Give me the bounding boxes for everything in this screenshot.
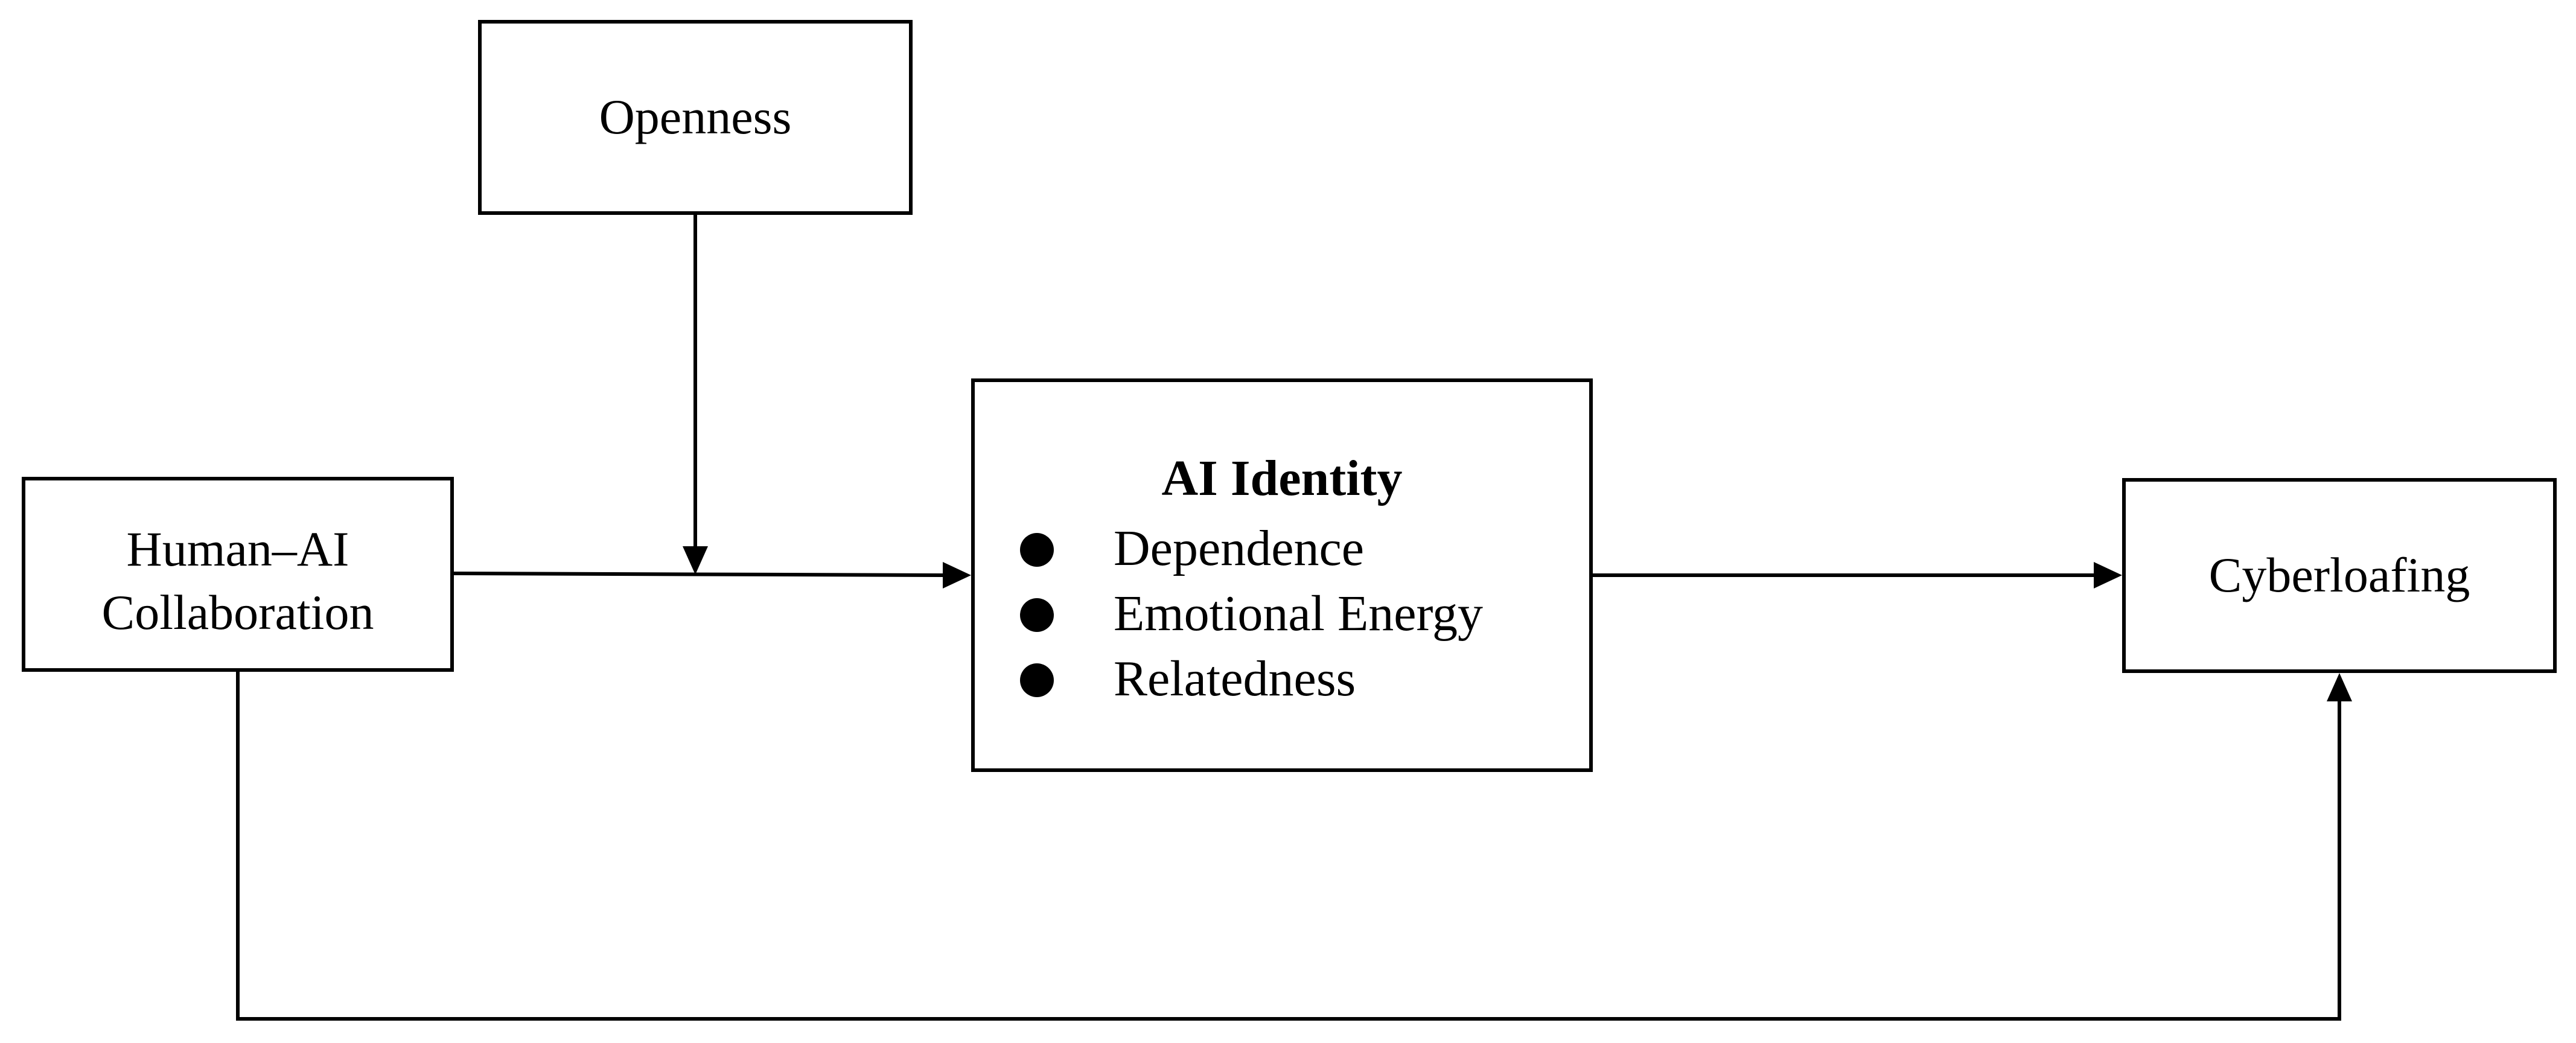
- openness-label: Openness: [599, 89, 792, 145]
- cyberloafing-label: Cyberloafing: [2208, 547, 2470, 603]
- ai-identity-title: AI Identity: [1161, 450, 1403, 506]
- ai-identity-box: AI Identity Dependence Emotional Energy …: [971, 378, 1593, 772]
- human-ai-collaboration-label: Human–AI Collaboration: [102, 518, 374, 645]
- human-ai-label-line1: Human–AI: [126, 521, 349, 576]
- ai-identity-item-label: Emotional Energy: [1114, 585, 1483, 642]
- human-ai-collaboration-box: Human–AI Collaboration: [22, 477, 454, 672]
- edge-human-ai-to-cyberloafing: [236, 672, 2352, 1021]
- edge-human-ai-to-ai-identity: [453, 562, 971, 588]
- bullet-icon: [1020, 533, 1054, 567]
- bullet-icon: [1020, 663, 1054, 697]
- human-ai-label-line2: Collaboration: [101, 584, 374, 640]
- edge-ai-identity-to-cyberloafing: [1593, 562, 2122, 588]
- ai-identity-item-label: Relatedness: [1114, 651, 1356, 707]
- ai-identity-item-label: Dependence: [1114, 520, 1365, 576]
- openness-box: Openness: [478, 20, 913, 215]
- bullet-icon: [1020, 598, 1054, 632]
- cyberloafing-box: Cyberloafing: [2122, 478, 2557, 673]
- edge-openness-moderation: [683, 215, 708, 575]
